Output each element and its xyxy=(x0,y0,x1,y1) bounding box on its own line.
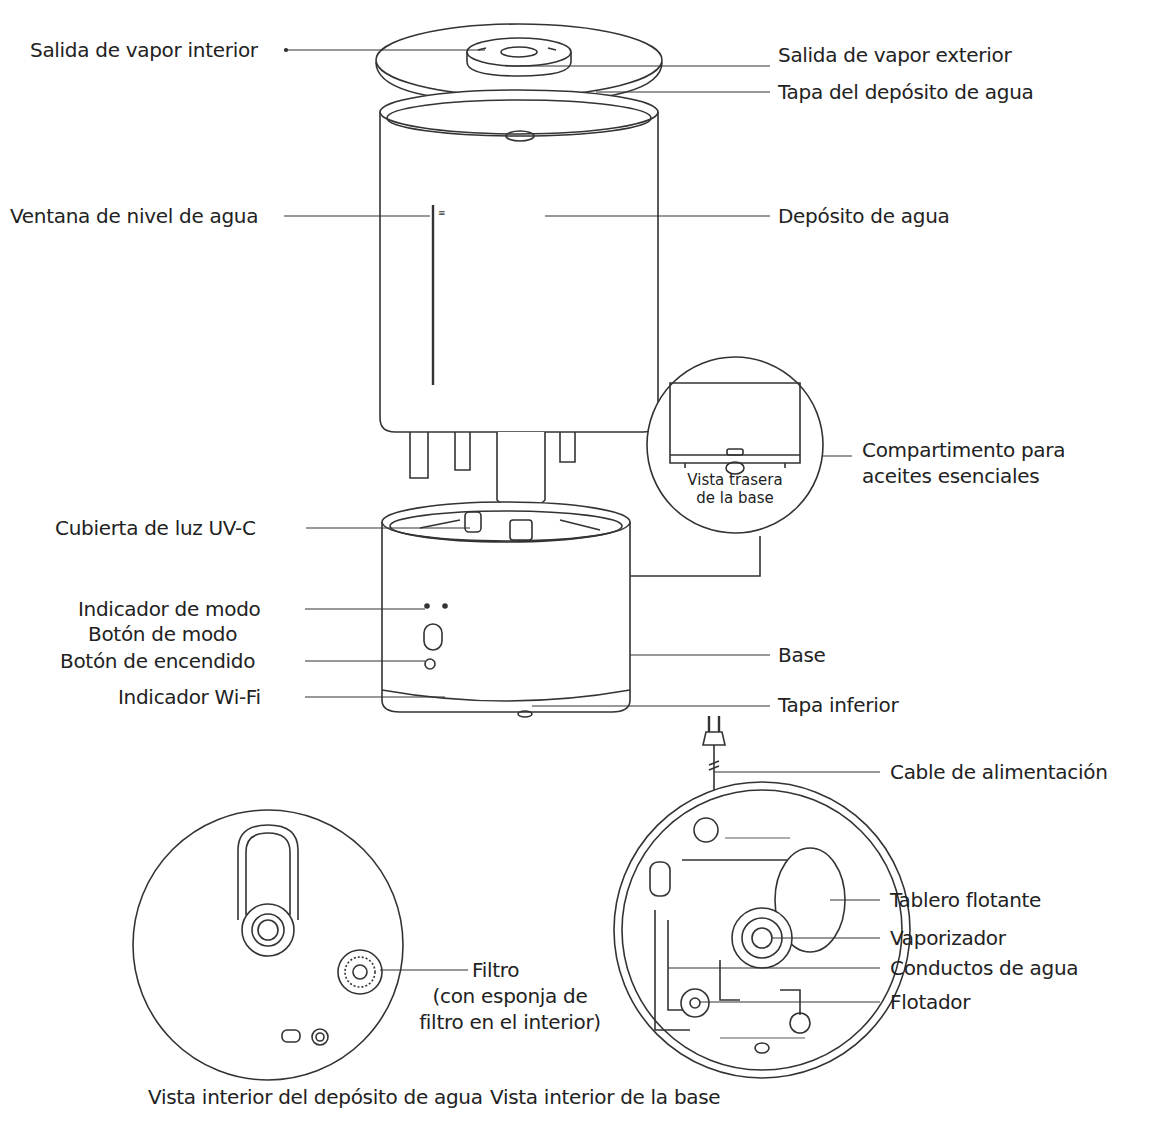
part-label: Base xyxy=(778,642,1148,668)
part-label: Indicador de modo xyxy=(78,596,308,622)
base-interior-view xyxy=(614,782,910,1078)
part-label: Vista interior del depósito de agua xyxy=(148,1084,483,1110)
svg-text:≡: ≡ xyxy=(438,208,446,218)
part-label: Vaporizador xyxy=(890,925,1154,951)
water-tank: ≡ xyxy=(380,90,658,540)
part-label: Salida de vapor exterior xyxy=(778,42,1148,68)
part-label: (con esponja de filtro en el interior) xyxy=(410,983,610,1035)
part-label: Vista interior de la base xyxy=(490,1084,720,1110)
inset-caption: Vista trasera de la base xyxy=(680,471,790,507)
part-label: Flotador xyxy=(890,989,1154,1015)
part-label: Indicador Wi-Fi xyxy=(118,684,318,710)
part-label: Depósito de agua xyxy=(778,203,1148,229)
inset-circle: Vista trasera de la base xyxy=(645,355,825,535)
part-label: Tapa inferior xyxy=(778,692,1148,718)
inset-outline xyxy=(645,355,825,535)
part-label: Conductos de agua xyxy=(890,955,1154,981)
part-label: Cable de alimentación xyxy=(890,759,1154,785)
part-label: Tablero flotante xyxy=(890,887,1154,913)
part-label: Salida de vapor interior xyxy=(30,37,290,63)
leader-line xyxy=(284,49,880,1003)
part-label: Botón de modo xyxy=(88,621,318,647)
tank-interior-view xyxy=(133,810,403,1080)
part-label: Botón de encendido xyxy=(60,648,310,674)
power-cable xyxy=(703,716,725,790)
part-label: Filtro xyxy=(472,957,572,983)
part-label: Compartimento para aceites esenciales xyxy=(862,437,1112,489)
part-label: Ventana de nivel de agua xyxy=(10,203,290,229)
part-label: Tapa del depósito de agua xyxy=(778,79,1148,105)
leader-line xyxy=(630,536,760,576)
part-label: Cubierta de luz UV-C xyxy=(55,515,315,541)
